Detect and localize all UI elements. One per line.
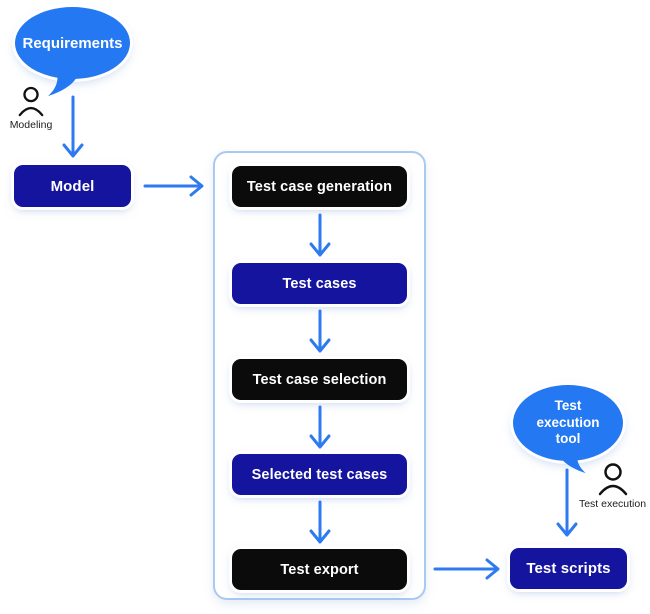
node-test-case-selection-label: Test case selection [252, 371, 387, 388]
speech-bubble-test-execution-tool-tail [557, 451, 586, 474]
actor-test-execution: Test execution [565, 463, 650, 510]
node-test-export-label: Test export [280, 561, 359, 578]
actor-modeling-label: Modeling [9, 119, 53, 131]
node-test-case-generation-label: Test case generation [246, 178, 393, 195]
node-test-case-generation: Test case generation [232, 166, 407, 207]
speech-bubble-requirements: Requirements [15, 7, 130, 79]
node-test-scripts-label: Test scripts [526, 560, 611, 577]
node-model: Model [14, 165, 131, 207]
arrow-requirements-to-model [62, 95, 84, 158]
arrow-execution-tool-to-scripts [556, 468, 578, 537]
arrow-export-to-scripts [433, 558, 500, 580]
arrow-selected-to-export [309, 500, 331, 544]
node-test-cases: Test cases [232, 263, 407, 304]
speech-bubble-requirements-tail [48, 72, 79, 96]
actor-test-execution-label: Test execution [578, 498, 647, 510]
pipeline-group: Test case generation Test cases Test cas… [213, 151, 426, 600]
node-test-export: Test export [232, 549, 407, 590]
person-icon [18, 86, 44, 117]
node-test-cases-label: Test cases [282, 275, 357, 292]
arrow-cases-to-selection [309, 309, 331, 353]
node-selected-test-cases: Selected test cases [232, 454, 407, 495]
arrow-selection-to-selected [309, 405, 331, 449]
arrow-model-to-generation [143, 175, 204, 197]
node-model-label: Model [50, 177, 95, 195]
actor-modeling: Modeling [6, 86, 56, 131]
speech-bubble-test-execution-tool-label: Test execution tool [536, 398, 600, 447]
node-test-case-selection: Test case selection [232, 359, 407, 400]
speech-bubble-requirements-label: Requirements [22, 34, 123, 52]
node-selected-test-cases-label: Selected test cases [251, 466, 388, 483]
node-test-scripts: Test scripts [510, 548, 627, 589]
speech-bubble-test-execution-tool: Test execution tool [513, 385, 623, 461]
arrow-generation-to-cases [309, 213, 331, 257]
person-icon [598, 463, 627, 496]
